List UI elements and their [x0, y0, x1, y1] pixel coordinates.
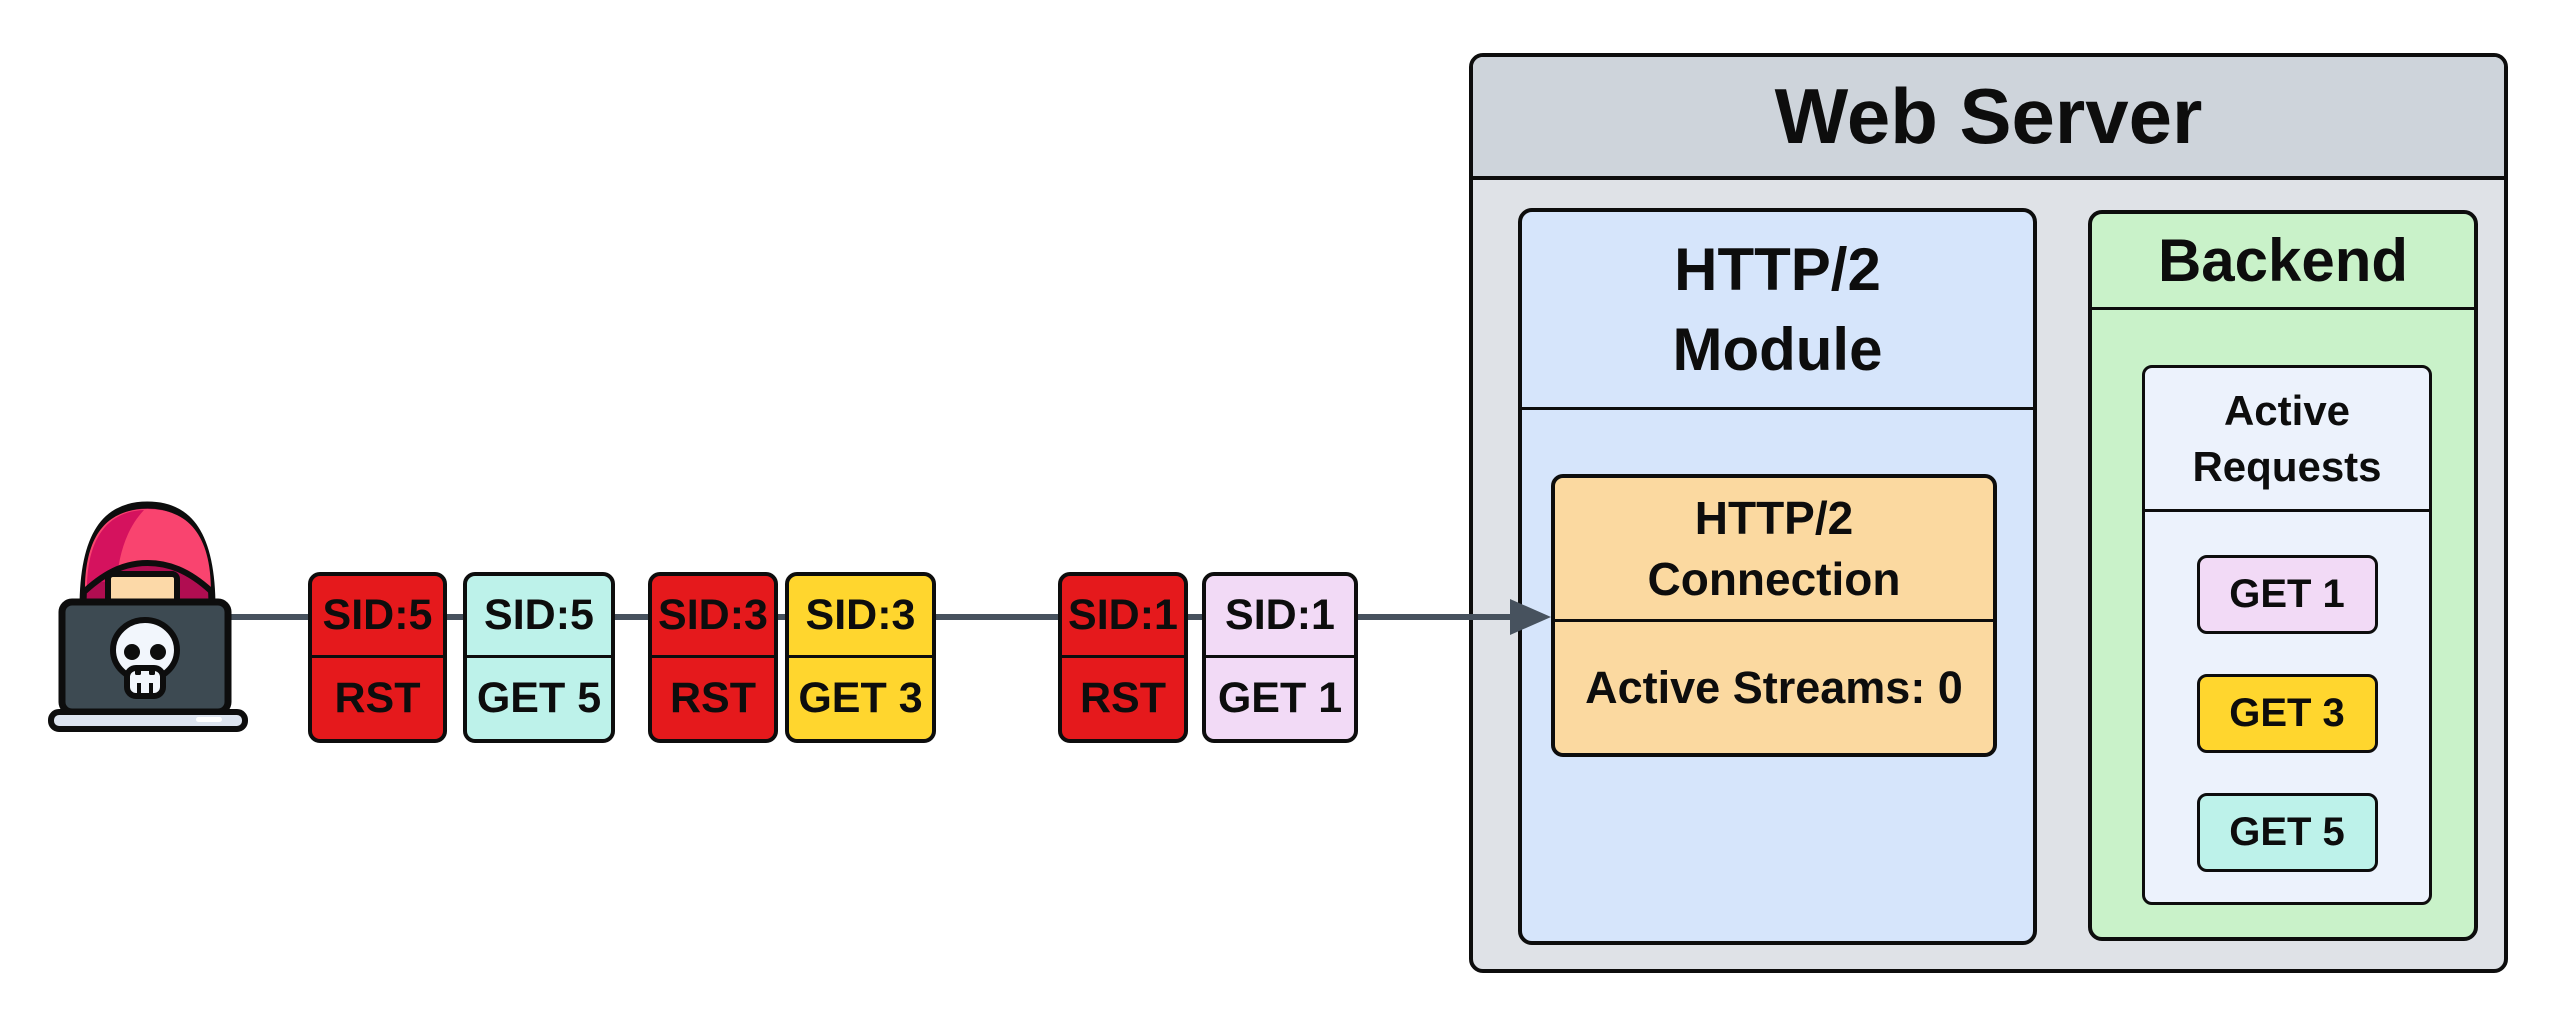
web-server-panel: Web Server HTTP/2 Module HTTP/2 Connecti… [1469, 53, 2508, 973]
http2-connection-title: HTTP/2 Connection [1555, 478, 1993, 622]
packet-frame-label: GET 5 [476, 673, 602, 722]
packet-frame-label: RST [1080, 673, 1166, 722]
request-badge-get3: GET 3 [2196, 674, 2378, 753]
packet-sid-label: SID:3 [789, 576, 932, 658]
packet-rst-sid5: SID:5 RST [308, 572, 447, 743]
active-requests-list: GET 1 GET 3 GET 5 [2145, 515, 2429, 872]
packet-rst-sid1: SID:1 RST [1058, 572, 1188, 743]
active-streams-counter: Active Streams: 0 [1585, 661, 1963, 713]
active-requests-box: Active Requests GET 1 GET 3 GET 5 [2142, 365, 2432, 905]
request-badge-get5: GET 5 [2196, 793, 2378, 872]
packet-get3-sid3: SID:3 GET 3 [785, 572, 936, 743]
packet-sid-label: SID:1 [1206, 576, 1354, 658]
packet-rst-sid3: SID:3 RST [648, 572, 778, 743]
http2-connection-box: HTTP/2 Connection Active Streams: 0 [1551, 474, 1997, 757]
packet-sid-label: SID:5 [467, 576, 611, 658]
packet-get1-sid1: SID:1 GET 1 [1202, 572, 1358, 743]
packet-frame-label: RST [670, 673, 756, 722]
packet-get5-sid5: SID:5 GET 5 [463, 572, 615, 743]
arrowhead-icon [1510, 599, 1551, 635]
packet-frame-label: RST [334, 673, 421, 722]
request-badge-get1: GET 1 [2196, 555, 2378, 634]
packet-sid-label: SID:1 [1062, 576, 1184, 658]
packet-sid-label: SID:3 [652, 576, 774, 658]
hacker-laptop-skull-icon [48, 501, 248, 732]
packet-frame-label: GET 1 [1217, 673, 1343, 722]
http2-module-panel: HTTP/2 Module HTTP/2 Connection Active S… [1518, 208, 2037, 945]
packet-frame-label: GET 3 [798, 673, 923, 722]
backend-title: Backend [2092, 214, 2474, 310]
packet-sid-label: SID:5 [312, 576, 443, 658]
backend-panel: Backend Active Requests GET 1 GET 3 GET … [2088, 210, 2478, 941]
http2-module-title: HTTP/2 Module [1522, 212, 2033, 410]
active-requests-title: Active Requests [2145, 368, 2429, 512]
web-server-title: Web Server [1473, 57, 2504, 180]
